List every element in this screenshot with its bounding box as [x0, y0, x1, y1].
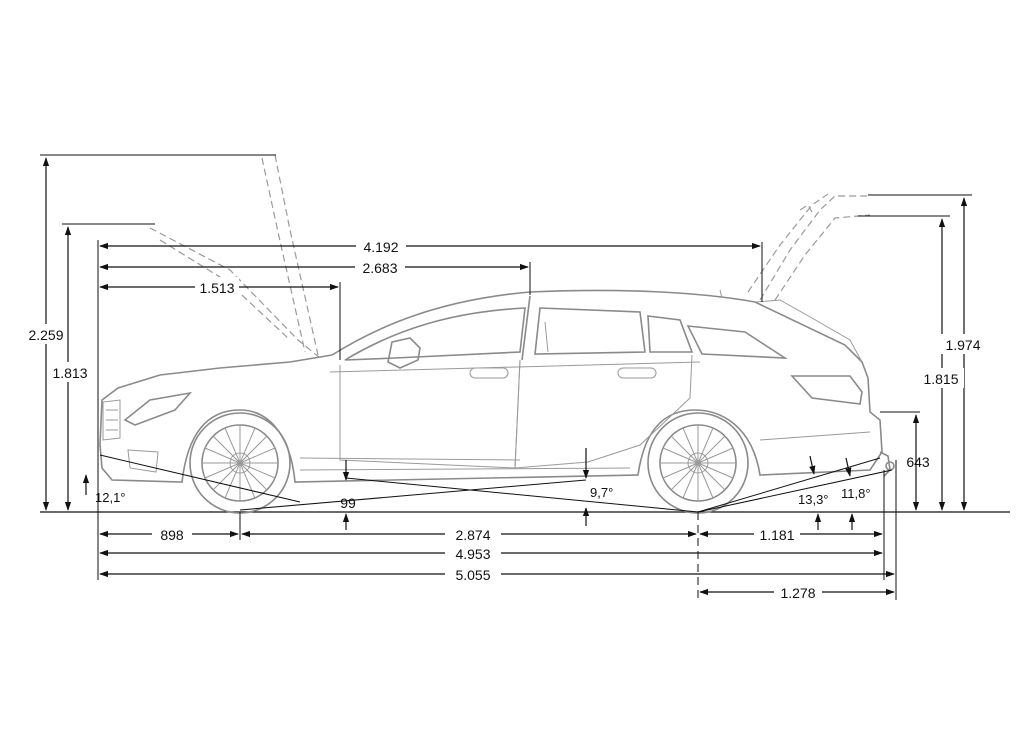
tailgate-open-height-label: 1.974 — [945, 337, 980, 353]
front-to-door-edge-label: 1.513 — [199, 280, 234, 296]
dimension-labels: 2.259 1.813 4.192 2.683 1.513 1.974 1.81… — [28, 239, 980, 601]
rear-height-label: 1.815 — [923, 371, 958, 387]
front-to-b-pillar-label: 2.683 — [362, 260, 397, 276]
dimension-label-backgrounds — [26, 236, 986, 602]
departure-angle-label: 13,3° — [798, 492, 829, 507]
overhang-to-tailgate-hinge-label: 4.192 — [363, 239, 398, 255]
wheelbase-label: 2.874 — [455, 527, 490, 543]
bonnet-open-height-label: 2.259 — [28, 327, 63, 343]
vehicle-height-label: 1.813 — [52, 365, 87, 381]
departure-angle-hitch-label: 11,8° — [841, 486, 871, 501]
front-wheel — [189, 412, 291, 514]
open-tailgate-outline — [747, 193, 871, 301]
ramp-angle-label: 9,7° — [590, 485, 613, 500]
front-overhang-label: 898 — [160, 527, 184, 543]
tow-hitch-height-label: 643 — [906, 454, 930, 470]
approach-angle-label: 12,1° — [95, 490, 126, 505]
extension-lines — [40, 154, 972, 600]
ground-clearance-label: 99 — [340, 495, 356, 511]
open-bonnet-outline — [149, 154, 321, 359]
rear-wheel — [647, 412, 749, 514]
car-side-view — [99, 154, 895, 514]
overall-length-label: 4.953 — [455, 546, 490, 562]
length-with-hitch-label: 5.055 — [455, 567, 490, 583]
rear-axle-to-hitch-label: 1.278 — [780, 585, 815, 601]
rear-overhang-label: 1.181 — [759, 527, 794, 543]
